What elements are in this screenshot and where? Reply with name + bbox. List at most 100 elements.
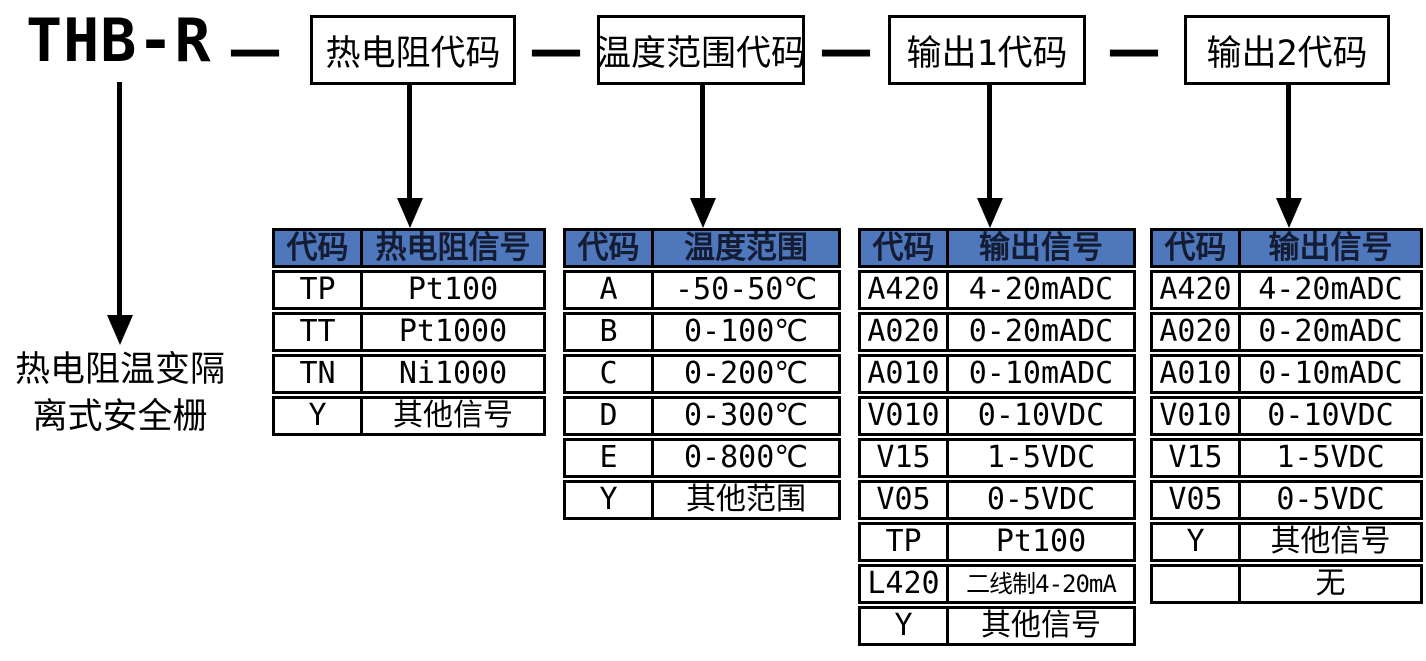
table-cell: A420	[861, 273, 949, 307]
table-header-cell: 热电阻信号	[375, 231, 531, 265]
table-row: A -50-50℃	[563, 270, 841, 310]
table-row: A010 0-10mADC	[858, 354, 1136, 394]
table-row: A020 0-20mADC	[1150, 312, 1423, 352]
dash-separator: —	[529, 18, 583, 81]
dash-separator: —	[228, 18, 282, 81]
table-header-row: 代码温度范围	[563, 228, 841, 268]
table-cell: A010	[861, 357, 949, 391]
arrow-box3-to-table3	[987, 85, 992, 198]
table-row: A010 0-10mADC	[1150, 354, 1423, 394]
table-cell: TT	[275, 315, 363, 349]
table-cell: 其他信号	[981, 609, 1101, 643]
table-cell: 0-20mADC	[968, 315, 1114, 349]
table-cell: 0-10VDC	[977, 399, 1105, 433]
table-cell: TP	[861, 525, 949, 559]
table-cell: TN	[275, 357, 363, 391]
code-box-output2: 输出2代码	[1184, 15, 1390, 85]
table-cell: 1-5VDC	[1276, 441, 1385, 475]
table-cell: -50-50℃	[674, 273, 818, 307]
dash-separator: —	[819, 18, 873, 81]
table-row: V010 0-10VDC	[858, 396, 1136, 436]
table-cell: 0-20mADC	[1258, 315, 1403, 349]
table-cell: 1-5VDC	[986, 441, 1096, 475]
table-row: Y 其他范围	[563, 480, 841, 520]
table-cell: V05	[1153, 483, 1241, 517]
table-row: Y 其他信号	[1150, 522, 1423, 562]
arrow-box1-to-table1	[407, 85, 412, 198]
table-cell: 0-200℃	[684, 357, 808, 391]
table-cell: D	[566, 399, 654, 433]
table-row: D 0-300℃	[563, 396, 841, 436]
table-cell: E	[566, 441, 654, 475]
table-cell: 0-10VDC	[1267, 399, 1394, 433]
table-cell: 其他范围	[686, 483, 806, 517]
table-cell: A420	[1153, 273, 1241, 307]
table-cell: Y	[566, 483, 654, 517]
table-row: TP Pt100	[858, 522, 1136, 562]
model-description-line1: 热电阻温变隔	[14, 350, 225, 390]
table-cell: Y	[275, 399, 363, 433]
table-cell: 4-20mADC	[1258, 273, 1403, 307]
table-cell: 无	[1315, 567, 1346, 601]
table-row: V05 0-5VDC	[1150, 480, 1423, 520]
table-header-row: 代码输出信号	[1150, 228, 1423, 268]
table-cell: Y	[861, 609, 949, 643]
table-cell: 0-800℃	[684, 441, 808, 475]
table-row: A020 0-20mADC	[858, 312, 1136, 352]
table-cell: V010	[861, 399, 949, 433]
table-cell: 4-20mADC	[968, 273, 1114, 307]
arrow-box4-to-table4	[1286, 85, 1291, 198]
arrow-model-to-description	[117, 82, 122, 315]
table-cell: 其他信号	[1270, 525, 1391, 559]
table-cell: 0-10mADC	[1258, 357, 1403, 391]
table-cell: 0-5VDC	[986, 483, 1096, 517]
table-cell: Y	[1153, 525, 1241, 559]
table-cell: B	[566, 315, 654, 349]
table-header-row: 代码输出信号	[858, 228, 1136, 268]
table-cell: A020	[1153, 315, 1241, 349]
table-cell: 0-300℃	[684, 399, 808, 433]
table-cell: A	[566, 273, 654, 307]
code-box-rtd: 热电阻代码	[310, 15, 516, 85]
table-header-row: 代码热电阻信号	[272, 228, 546, 268]
table-header-cell: 温度范围	[684, 231, 808, 265]
code-box-temp-range: 温度范围代码	[596, 15, 806, 85]
table-cell: 二线制4-20mA	[966, 570, 1117, 598]
model-description: 热电阻温变隔 离式安全栅	[0, 347, 240, 441]
table-row: C 0-200℃	[563, 354, 841, 394]
table-row: V15 1-5VDC	[858, 438, 1136, 478]
table-row: A420 4-20mADC	[1150, 270, 1423, 310]
table-row: 无	[1150, 564, 1423, 604]
table-cell: A020	[861, 315, 949, 349]
table-row: A420 4-20mADC	[858, 270, 1136, 310]
table-cell: A010	[1153, 357, 1241, 391]
table-cell: V15	[861, 441, 949, 475]
table-cell: Pt100	[995, 525, 1087, 559]
table-row: TP Pt100	[272, 270, 546, 310]
table-cell: L420	[861, 567, 949, 601]
table-row: E 0-800℃	[563, 438, 841, 478]
table-cell: C	[566, 357, 654, 391]
table-cell: 其他信号	[393, 399, 513, 433]
table-row: V05 0-5VDC	[858, 480, 1136, 520]
code-box-output1: 输出1代码	[888, 15, 1086, 85]
table-row: Y 其他信号	[858, 606, 1136, 646]
table-cell: 0-5VDC	[1276, 483, 1385, 517]
table-cell: Pt1000	[398, 315, 508, 349]
table-cell: Pt100	[407, 273, 499, 307]
table-cell: V15	[1153, 441, 1241, 475]
table-header-cell: 代码	[861, 231, 949, 265]
table-cell: TP	[275, 273, 363, 307]
table-header-cell: 输出信号	[979, 231, 1103, 265]
dash-separator: —	[1107, 18, 1161, 81]
table-cell: 0-10mADC	[968, 357, 1114, 391]
arrow-box2-to-table2	[700, 85, 705, 198]
table-output2-codes: 代码输出信号 A420 4-20mADC A020 0-20mADC A010 0-10mA…	[1150, 228, 1423, 604]
table-cell: V05	[861, 483, 949, 517]
